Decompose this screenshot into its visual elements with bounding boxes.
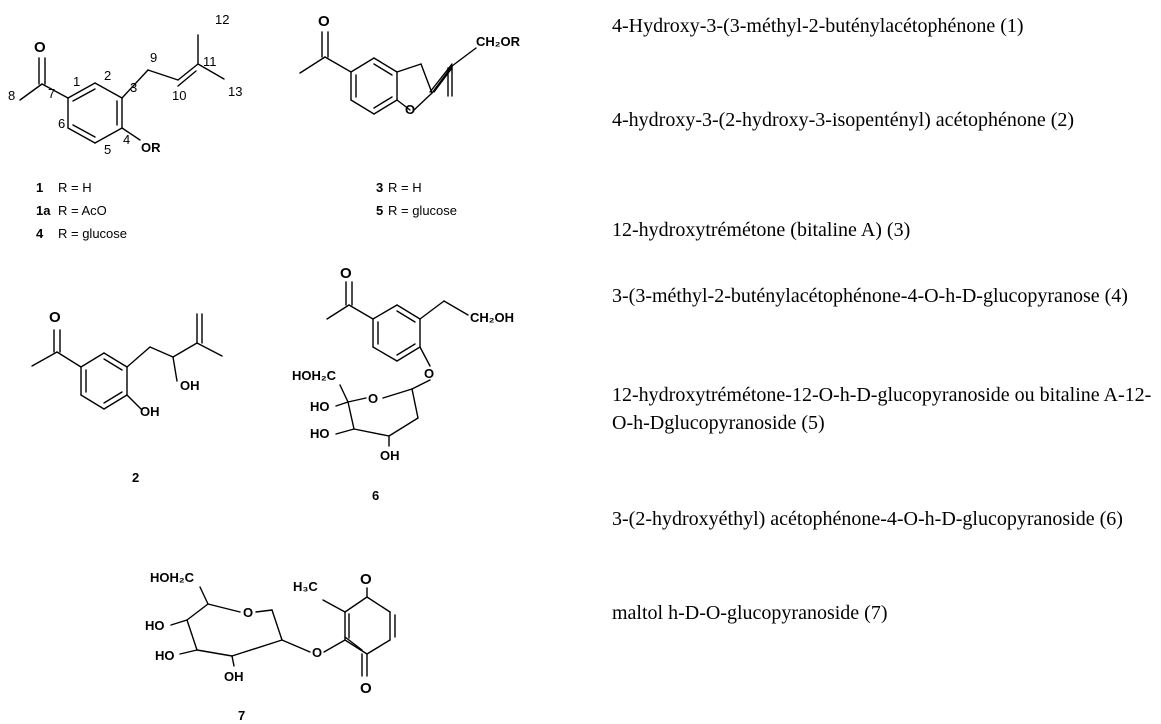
s6-ho-2: HO — [310, 426, 330, 441]
s3-ch2or: CH₂OR — [476, 34, 521, 49]
s1-locant-1: 1 — [73, 74, 80, 89]
s7-pyran-o: O — [360, 571, 372, 588]
s3-ring-o: O — [405, 102, 415, 117]
compound-name-4: 3-(3-méthyl-2-buténylacétophénone-4-O-h-… — [612, 285, 1128, 307]
s1-locant-2: 2 — [104, 68, 111, 83]
s1-legend-num-1: 1 — [36, 180, 43, 195]
s1-ketone-o: O — [34, 39, 46, 56]
s2-ring-oh: OH — [140, 404, 160, 419]
s7-label: 7 — [238, 708, 245, 723]
s1-locant-12: 12 — [215, 12, 229, 27]
s7-ho-2: HO — [155, 648, 175, 663]
structure-3: O O CH₂OR 3 R = H 5 R = glucose — [299, 13, 521, 218]
s7-hoh2c: HOH₂C — [150, 570, 195, 585]
s1-locant-10: 10 — [172, 88, 186, 103]
compound-name-7: maltol h-D-O-glucopyranoside (7) — [612, 602, 888, 624]
s3-legend-text-2: R = glucose — [388, 203, 457, 218]
compound-name-5: 12-hydroxytrémétone-12-O-h-D-glucopyrano… — [612, 384, 1152, 434]
compound-name-2: 4-hydroxy-3-(2-hydroxy-3-isopentényl) ac… — [612, 109, 1075, 131]
compound-name-6: 3-(2-hydroxyéthyl) acétophénone-4-O-h-D-… — [612, 508, 1123, 530]
s2-label: 2 — [132, 470, 139, 485]
s6-oh: OH — [380, 448, 400, 463]
s6-link-o: O — [424, 366, 434, 381]
s1-locant-7: 7 — [48, 86, 55, 101]
s7-ketone-o: O — [360, 680, 372, 697]
s6-label: 6 — [372, 488, 379, 503]
s1-locant-3: 3 — [130, 80, 137, 95]
s1-legend-num-3: 4 — [36, 226, 44, 241]
s1-locant-8: 8 — [8, 88, 15, 103]
s7-ho-1: HO — [145, 618, 165, 633]
s7-h3c: H₃C — [293, 579, 318, 594]
s7-oh: OH — [224, 669, 244, 684]
s1-locant-5: 5 — [104, 142, 111, 157]
s6-ho-1: HO — [310, 399, 330, 414]
s1-legend-text-2: R = AcO — [58, 203, 107, 218]
s3-legend-text-1: R = H — [388, 180, 422, 195]
s1-locant-13: 13 — [228, 84, 242, 99]
s6-ring-o: O — [368, 391, 378, 406]
s3-legend-num-2: 5 — [376, 203, 383, 218]
s6-hoh2c: HOH₂C — [292, 368, 337, 383]
s1-locant-4: 4 — [123, 132, 130, 147]
s1-or-group: OR — [141, 140, 161, 155]
structure-7: H₃C O HOH₂C O HO HO OH O O 7 — [145, 570, 396, 723]
compound-name-1: 4-Hydroxy-3-(3-méthyl-2-buténylacétophén… — [612, 15, 1024, 37]
s1-locant-11: 11 — [203, 54, 217, 69]
compound-name-3: 12-hydroxytrémétone (bitaline A) (3) — [612, 219, 911, 241]
s1-legend-text-3: R = glucose — [58, 226, 127, 241]
s6-ketone-o: O — [340, 265, 352, 282]
s1-legend-num-2: 1a — [36, 203, 51, 218]
s7-ring-o: O — [243, 605, 253, 620]
s6-ch2oh: CH₂OH — [470, 310, 514, 325]
s1-legend-text-1: R = H — [58, 180, 92, 195]
s1-locant-6: 6 — [58, 116, 65, 131]
s3-ketone-o: O — [318, 13, 330, 30]
structure-1: O OR 1 2 3 4 5 6 7 8 9 10 11 12 13 1 R =… — [8, 12, 242, 241]
s1-locant-9: 9 — [150, 50, 157, 65]
s2-side-oh: OH — [180, 378, 200, 393]
structure-6: O CH₂OH O HOH₂C O HO HO OH 6 — [292, 265, 514, 503]
s2-ketone-o: O — [49, 309, 61, 326]
structure-2: O OH OH 2 — [31, 309, 223, 485]
s3-legend-num-1: 3 — [376, 180, 383, 195]
chemical-structures-panel: O OR 1 2 3 4 5 6 7 8 9 10 11 12 13 1 R =… — [8, 12, 521, 723]
s7-link-o: O — [312, 645, 322, 660]
